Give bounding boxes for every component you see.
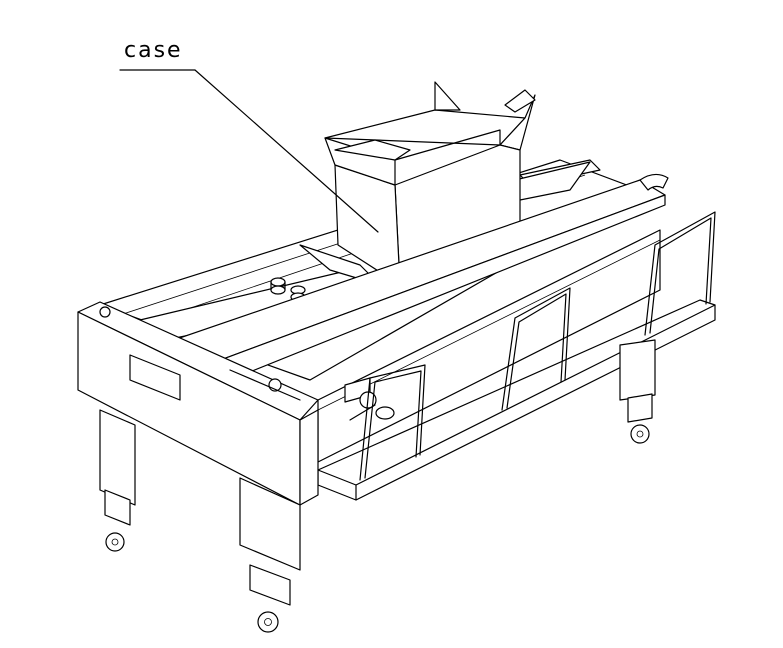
left-end-block [77, 301, 319, 506]
right-leg [619, 339, 656, 444]
case-callout-leader [119, 69, 379, 233]
railings [359, 211, 716, 481]
case-box [324, 81, 536, 286]
valve-assembly [344, 377, 395, 421]
case-callout-label: case [124, 38, 183, 63]
left-legs [99, 409, 301, 633]
top-roller [504, 89, 536, 113]
